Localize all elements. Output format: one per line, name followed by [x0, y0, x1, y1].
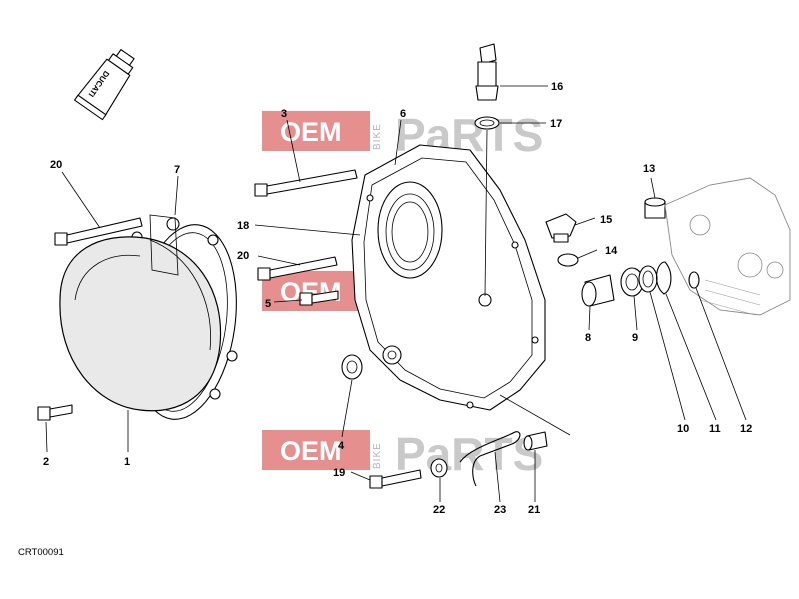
callout-4: 4 — [338, 440, 345, 452]
clutch-cover — [59, 217, 238, 420]
callout-15: 15 — [600, 214, 612, 226]
drawing-code: CRT00091 — [18, 547, 64, 558]
callout-13: 13 — [643, 163, 655, 175]
callout-3: 3 — [281, 108, 287, 120]
ring-10 — [638, 265, 658, 293]
svg-text:BIKE: BIKE — [372, 123, 383, 150]
seal-4 — [341, 354, 363, 380]
bushing-13 — [644, 197, 666, 219]
bolt-20-center — [257, 256, 338, 281]
svg-text:OEM: OEM — [280, 436, 342, 466]
clip-23 — [459, 431, 521, 487]
svg-text:OEM: OEM — [280, 117, 342, 147]
watermark-bottom: OEM BIKE PaRTS — [262, 428, 543, 480]
bolt-3 — [254, 169, 358, 197]
callout-1: 1 — [124, 456, 130, 468]
sealant-tube: DUCATI — [74, 49, 135, 121]
watermark-top: OEM BIKE PaRTS — [262, 109, 543, 161]
callout-7: 7 — [174, 164, 180, 176]
washer-17 — [474, 116, 500, 130]
plug-15 — [545, 213, 577, 243]
circlip-11 — [656, 261, 672, 295]
ring-9 — [620, 267, 644, 297]
callout-18: 18 — [237, 220, 249, 232]
callout-17: 17 — [550, 118, 562, 130]
callout-16: 16 — [551, 81, 563, 93]
bolt-2 — [37, 404, 73, 421]
callout-labels: 1 2 3 4 5 6 7 8 9 10 11 12 13 14 15 16 1… — [43, 81, 752, 516]
oring-12 — [688, 271, 700, 289]
bolt-19 — [369, 469, 422, 489]
callout-20-center: 20 — [237, 250, 249, 262]
leader-lines — [45, 85, 747, 503]
svg-text:BIKE: BIKE — [372, 442, 383, 469]
bolt-5 — [299, 290, 339, 306]
callout-22: 22 — [433, 504, 445, 516]
case-cover — [351, 144, 546, 411]
callout-8: 8 — [585, 332, 591, 344]
callout-6: 6 — [400, 108, 406, 120]
callout-14: 14 — [605, 245, 618, 257]
washer-22 — [430, 458, 448, 478]
callout-12: 12 — [740, 423, 752, 435]
callout-9: 9 — [632, 332, 638, 344]
bushing-8 — [581, 274, 615, 307]
callout-10: 10 — [677, 423, 689, 435]
callout-21: 21 — [528, 504, 540, 516]
callout-5: 5 — [265, 298, 271, 310]
callout-23: 23 — [494, 504, 506, 516]
bushing-21 — [523, 431, 548, 451]
callout-11: 11 — [709, 423, 721, 435]
engine-case-fragment — [664, 177, 791, 316]
sensor-16 — [475, 43, 499, 101]
callout-2: 2 — [43, 456, 49, 468]
bolt-20-left — [54, 217, 143, 246]
callout-20-left: 20 — [50, 159, 62, 171]
callout-19: 19 — [333, 467, 345, 479]
oring-14 — [557, 253, 579, 267]
cover-gasket — [149, 214, 179, 276]
